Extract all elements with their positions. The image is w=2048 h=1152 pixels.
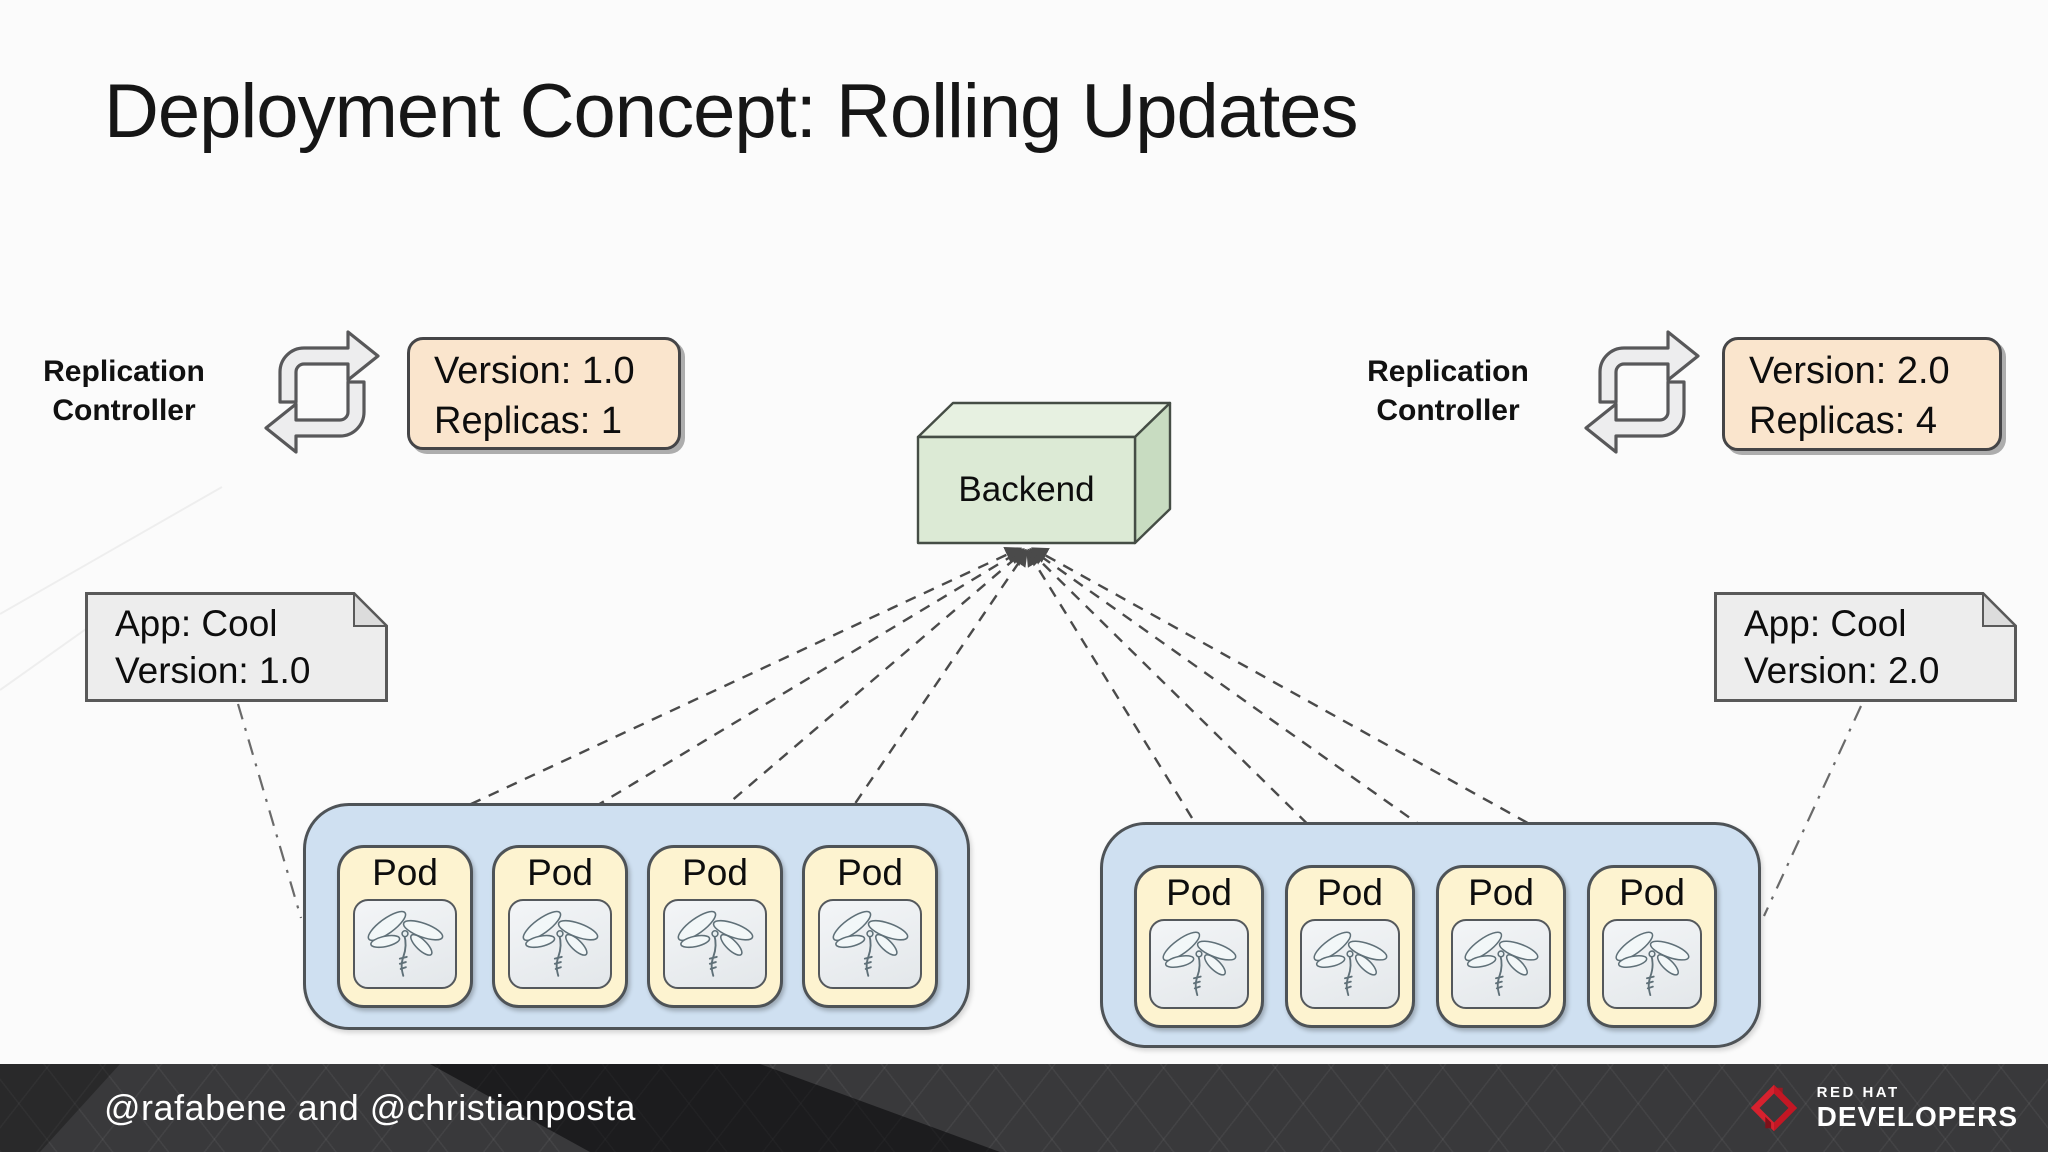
pod-cluster-left: Pod Pod Pod Pod	[303, 803, 970, 1030]
slide-title: Deployment Concept: Rolling Updates	[104, 69, 1358, 154]
note-app: App: Cool	[1744, 603, 1907, 644]
brand-redhat-label: RED HAT	[1816, 1084, 1900, 1101]
wildfly-dragonfly-icon	[827, 905, 913, 983]
pod-label: Pod	[1317, 872, 1383, 913]
pod: Pod	[647, 845, 783, 1008]
note-shape	[85, 591, 389, 702]
note-app: App: Cool	[115, 603, 278, 644]
pod-container-box	[1149, 919, 1249, 1009]
pod: Pod	[337, 845, 473, 1008]
replication-controller-label-left: Replication Controller	[43, 355, 205, 427]
pod-label: Pod	[837, 852, 903, 893]
redhat-developers-logo: RED HAT DEVELOPERS	[1745, 1064, 2018, 1152]
footer-crosshatch-texture	[0, 1064, 2048, 1152]
pod-container-box	[818, 899, 922, 989]
pod: Pod	[1285, 865, 1415, 1028]
replication-controller-label-right: Replication Controller	[1367, 355, 1529, 427]
version-value: Version: 2.0	[1749, 350, 1950, 392]
refresh-cycle-icon-left	[252, 322, 392, 462]
wildfly-dragonfly-icon	[672, 905, 758, 983]
pod-container-box	[1602, 919, 1702, 1009]
backend-label: Backend	[958, 470, 1095, 509]
note-version: Version: 1.0	[115, 650, 311, 691]
wildfly-dragonfly-icon	[1308, 926, 1392, 1002]
wildfly-dragonfly-icon	[517, 905, 603, 983]
backend-box	[916, 401, 1172, 545]
pod-container-box	[353, 899, 457, 989]
pod: Pod	[1134, 865, 1264, 1028]
wildfly-dragonfly-icon	[362, 905, 448, 983]
replicas-value: Replicas: 4	[1749, 400, 1937, 442]
redhat-logo-mark-icon	[1750, 1084, 1797, 1132]
pod: Pod	[1436, 865, 1566, 1028]
pod-container-box	[508, 899, 612, 989]
speaker-handles: @rafabene and @christianposta	[104, 1087, 636, 1128]
pod-cluster-right: Pod Pod Pod Pod	[1100, 822, 1761, 1048]
pod-container-box	[1300, 919, 1400, 1009]
pod-container-box	[1451, 919, 1551, 1009]
pod-container-box	[663, 899, 767, 989]
replicas-value: Replicas: 1	[434, 400, 622, 442]
wildfly-dragonfly-icon	[1459, 926, 1543, 1002]
pod-label: Pod	[1468, 872, 1534, 913]
wildfly-dragonfly-icon	[1157, 926, 1241, 1002]
version-value: Version: 1.0	[434, 350, 635, 392]
note-app-version-right: App: Cool Version: 2.0	[1714, 591, 2018, 702]
pod-label: Pod	[682, 852, 748, 893]
note-version: Version: 2.0	[1744, 650, 1940, 691]
version-box-left: Version: 1.0 Replicas: 1	[407, 337, 681, 450]
note-shape	[1714, 591, 2018, 702]
note-app-version-left: App: Cool Version: 1.0	[85, 591, 389, 702]
brand-developers-label: DEVELOPERS	[1816, 1101, 2018, 1132]
wildfly-dragonfly-icon	[1610, 926, 1694, 1002]
refresh-cycle-icon-right	[1572, 322, 1712, 462]
version-box-right: Version: 2.0 Replicas: 4	[1722, 337, 2002, 451]
footer-bar: @rafabene and @christianposta RED HAT DE…	[0, 1064, 2048, 1152]
pod: Pod	[1587, 865, 1717, 1028]
pod-label: Pod	[372, 852, 438, 893]
pod: Pod	[492, 845, 628, 1008]
pod-label: Pod	[1619, 872, 1685, 913]
pod-label: Pod	[1166, 872, 1232, 913]
pod-label: Pod	[527, 852, 593, 893]
pod: Pod	[802, 845, 938, 1008]
